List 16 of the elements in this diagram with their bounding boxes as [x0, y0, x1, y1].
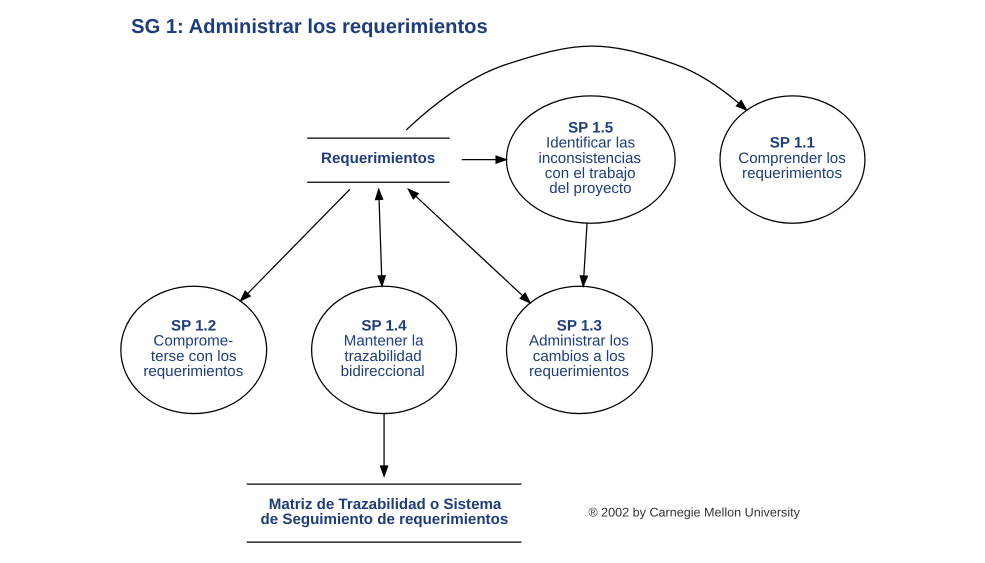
node-text: Requerimientos [320, 150, 435, 167]
node-ellipse: SP 1.4 Mantener la trazabilidad bidireccional [310, 286, 457, 414]
node-ellipse: SP 1.1 Comprender los requerimientos [718, 95, 866, 224]
arrow [379, 414, 388, 478]
arrow [374, 187, 386, 288]
arrow [461, 155, 508, 164]
arrow [405, 46, 748, 130]
label: ® 2002 by Carnegie Mellon University [588, 505, 800, 520]
arrow [578, 223, 588, 288]
arrow [238, 188, 350, 302]
node-ellipse: SP 1.3 Administrar los cambios a los requerimientos [505, 286, 653, 414]
node-ellipse: SP 1.5 Identificar las inconsistencias con el trabajo del proyecto [505, 95, 676, 224]
diagram-title: SG 1: Administrar los requerimientos [130, 16, 488, 38]
node-text: Matriz de Trazabilidad o Sistema de Seguimiento de requerimientos [260, 496, 508, 528]
arrow [406, 188, 531, 304]
node-ellipse: SP 1.2 Comprome- terse con los requerimientos [120, 286, 267, 414]
